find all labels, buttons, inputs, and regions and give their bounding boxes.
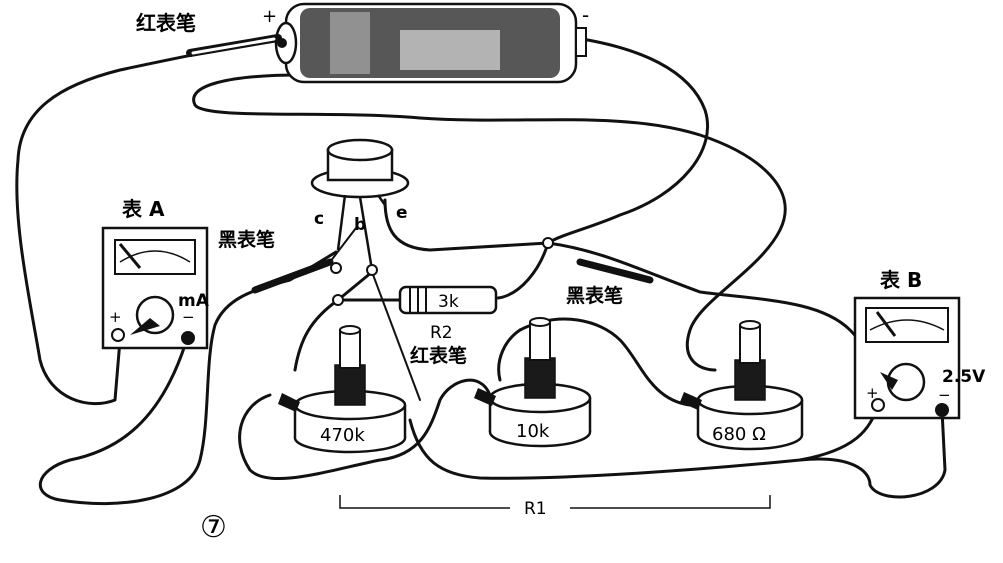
meter-a-unit: mA — [178, 291, 210, 311]
figure-number: ⑦ — [200, 510, 227, 545]
pot-10k-value: 10k — [516, 421, 550, 442]
r1-label: R1 — [524, 499, 547, 519]
pin-c-label: c — [314, 209, 324, 229]
battery-minus-sign: - — [582, 3, 589, 27]
pin-b-label: b — [354, 215, 366, 235]
meter-b-minus: − — [938, 386, 951, 404]
meter-b-title: 表 B — [880, 268, 922, 292]
red-probe-label-r2: 红表笔 — [410, 344, 467, 367]
meter-b-plus: + — [866, 384, 879, 402]
meter-a-title: 表 A — [122, 197, 165, 221]
r2-value: 3k — [438, 292, 459, 312]
pot-470k-value: 470k — [320, 425, 365, 446]
meter-b-range: 2.5V — [942, 367, 986, 387]
wires — [15, 36, 947, 506]
red-probe-label-battery: 红表笔 — [136, 11, 196, 35]
transistor — [310, 138, 554, 306]
battery — [274, 2, 587, 84]
meter-a-plus: + — [109, 308, 122, 326]
pot-680-value: 680 Ω — [712, 424, 766, 445]
potentiometer-10k — [474, 317, 592, 448]
r1-bracket — [339, 495, 771, 509]
battery-plus-sign: + — [262, 6, 277, 27]
resistor-r2 — [398, 285, 498, 315]
potentiometer-680 — [680, 320, 804, 451]
black-probe-right — [576, 258, 654, 284]
black-probe-label-a: 黑表笔 — [218, 228, 275, 251]
potentiometer-470k — [278, 325, 407, 454]
red-probe-battery — [186, 34, 282, 57]
meter-b — [853, 296, 961, 420]
meter-a-minus: − — [182, 308, 195, 326]
black-probe-label-right: 黑表笔 — [566, 284, 623, 307]
black-probe-left — [251, 227, 357, 294]
pin-e-label: e — [396, 203, 408, 223]
meter-a — [101, 226, 209, 350]
r2-name: R2 — [430, 323, 453, 343]
